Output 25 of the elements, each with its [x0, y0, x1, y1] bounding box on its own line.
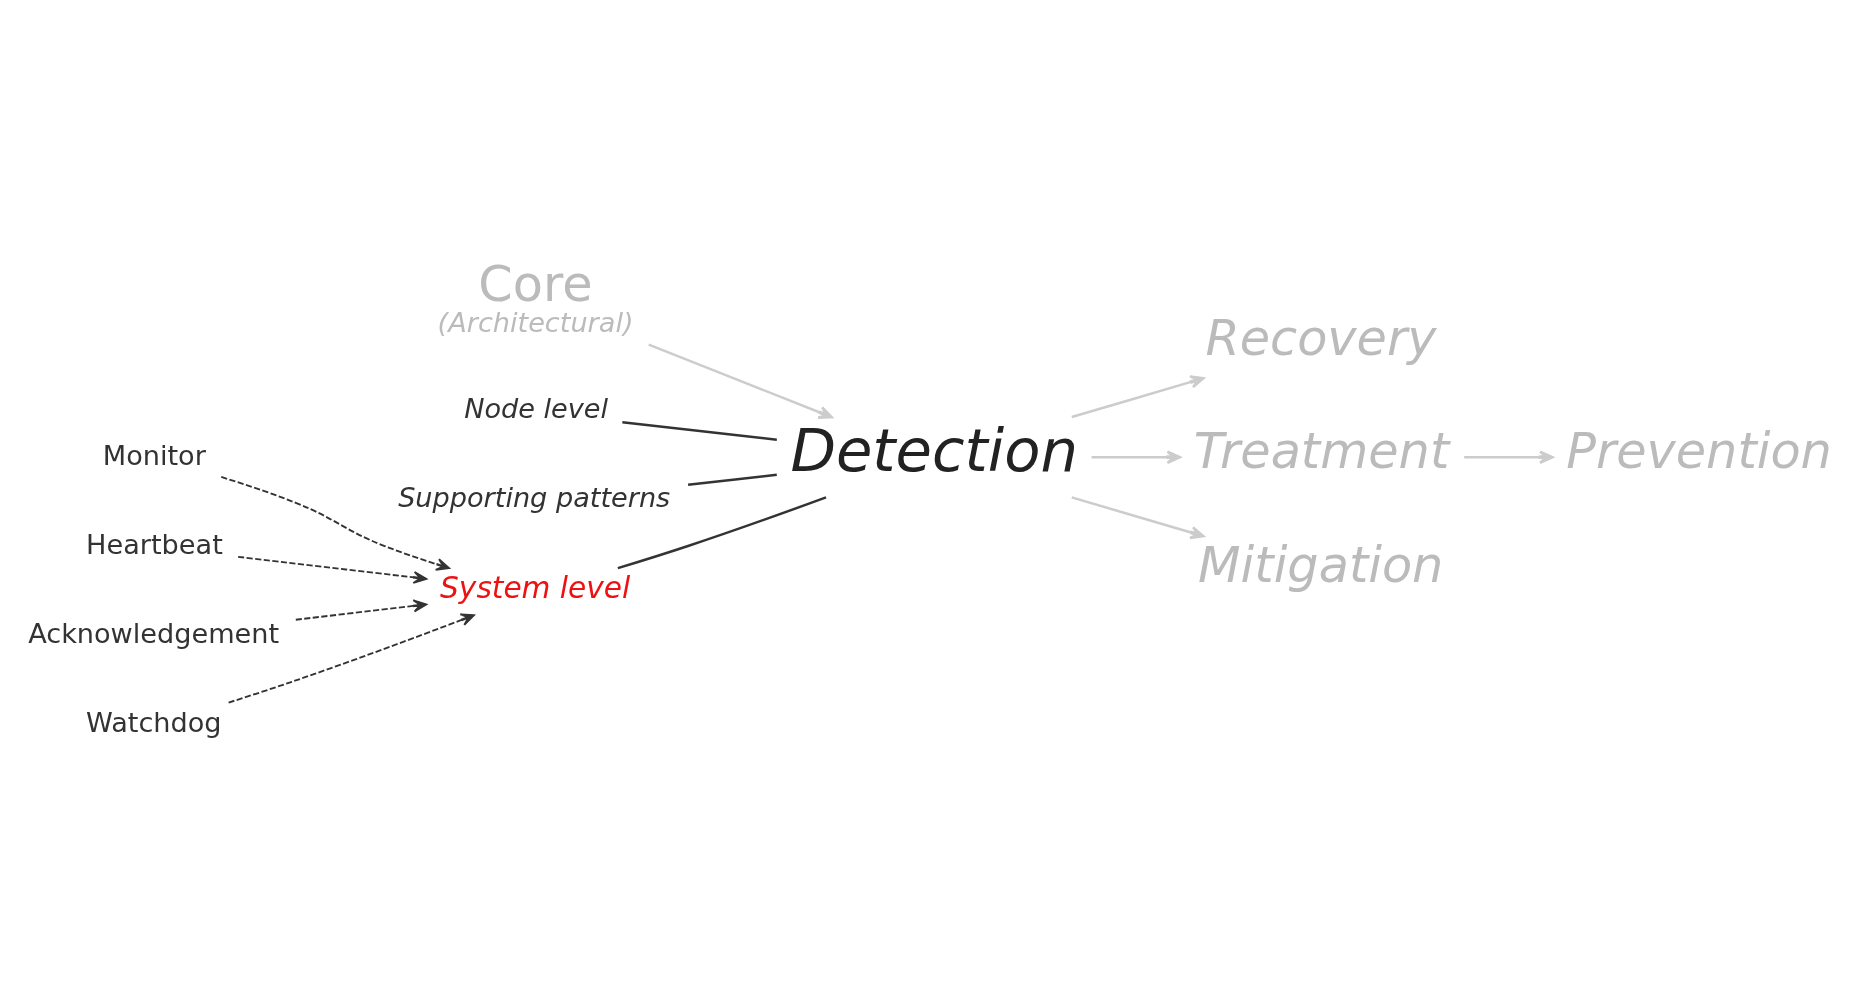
node-text: Core (Architectural)	[437, 254, 634, 338]
node-text: Supporting patterns	[398, 481, 671, 513]
node-text: Detection	[790, 415, 1078, 485]
connector	[622, 420, 777, 441]
arrow	[1091, 449, 1182, 464]
arrow	[237, 555, 428, 584]
arrow	[648, 342, 833, 419]
arrow	[227, 613, 475, 703]
connector	[617, 495, 827, 569]
node-text: Mitigation	[1198, 535, 1444, 594]
node-text: Monitor	[102, 439, 206, 471]
arrow	[220, 475, 451, 571]
connector	[687, 473, 777, 486]
node-text: Watchdog	[86, 706, 222, 738]
node-text: Acknowledgement	[28, 617, 280, 649]
arrow	[1071, 374, 1205, 418]
arrow	[294, 598, 428, 621]
arrow	[1464, 449, 1554, 464]
node-text: Treatment	[1193, 421, 1450, 480]
node-text: Node level	[464, 392, 609, 424]
node-text: Heartbeat	[86, 528, 223, 560]
node-text: Prevention	[1566, 421, 1832, 480]
node-text: System level	[440, 570, 631, 605]
arrow	[1071, 495, 1205, 539]
node-text: Recovery	[1205, 308, 1437, 367]
